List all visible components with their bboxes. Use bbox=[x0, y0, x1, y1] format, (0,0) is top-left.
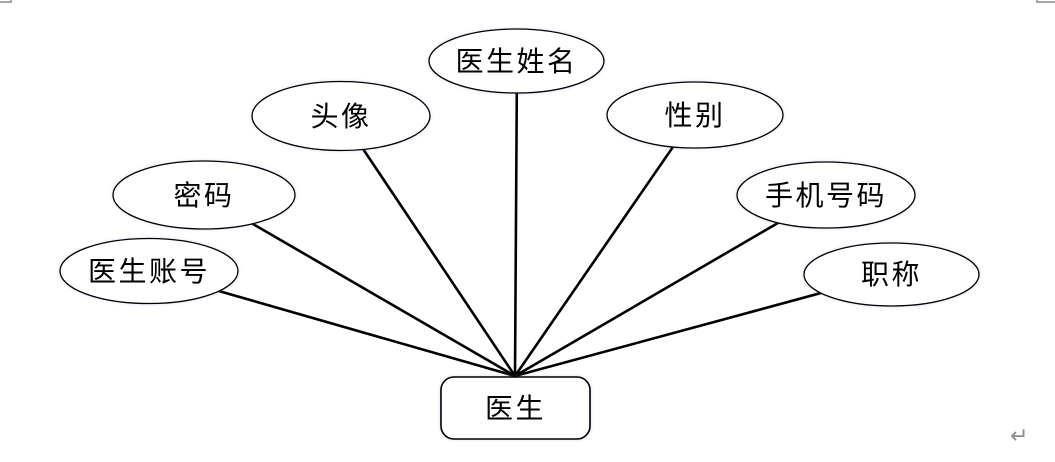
attribute-ellipse[interactable] bbox=[606, 81, 784, 149]
entity-label: 医生 bbox=[485, 392, 546, 425]
canvas-corner-mark-top-right bbox=[1036, 0, 1055, 3]
attribute-label: 职称 bbox=[861, 258, 922, 291]
attribute-ellipse[interactable] bbox=[59, 237, 239, 305]
connector-line-password[interactable] bbox=[201, 193, 517, 378]
line-break-mark-icon: ↵ bbox=[1010, 424, 1029, 449]
connector-line-avatar[interactable] bbox=[339, 114, 517, 378]
canvas-corner-mark-top-left bbox=[0, 0, 12, 3]
attribute-node-phone-number[interactable]: 手机号码 bbox=[736, 161, 916, 229]
attribute-node-password[interactable]: 密码 bbox=[112, 160, 296, 230]
attribute-label: 手机号码 bbox=[765, 179, 887, 212]
connector-line-doctor-name[interactable] bbox=[513, 59, 519, 378]
entity-node-doctor[interactable]: 医生 bbox=[440, 376, 591, 440]
entity-rect[interactable] bbox=[440, 376, 591, 440]
connector-line-gender[interactable] bbox=[513, 113, 697, 378]
attribute-label: 头像 bbox=[310, 100, 371, 133]
attribute-node-title[interactable]: 职称 bbox=[803, 242, 980, 307]
attribute-label: 医生姓名 bbox=[455, 45, 577, 78]
attribute-ellipse[interactable] bbox=[251, 80, 431, 152]
attribute-node-gender[interactable]: 性别 bbox=[606, 81, 784, 149]
attribute-label: 性别 bbox=[664, 99, 725, 132]
attribute-ellipse[interactable] bbox=[736, 161, 916, 229]
attribute-label: 密码 bbox=[173, 179, 234, 212]
attribute-node-doctor-name[interactable]: 医生姓名 bbox=[428, 28, 605, 94]
connector-line-phone-number[interactable] bbox=[513, 193, 828, 378]
attribute-ellipse[interactable] bbox=[803, 242, 980, 307]
attribute-ellipse[interactable] bbox=[112, 160, 296, 230]
attribute-node-avatar[interactable]: 头像 bbox=[251, 80, 431, 152]
attribute-node-doctor-account[interactable]: 医生账号 bbox=[59, 237, 239, 305]
attribute-label: 医生账号 bbox=[88, 255, 210, 288]
attribute-ellipse[interactable] bbox=[428, 28, 605, 94]
